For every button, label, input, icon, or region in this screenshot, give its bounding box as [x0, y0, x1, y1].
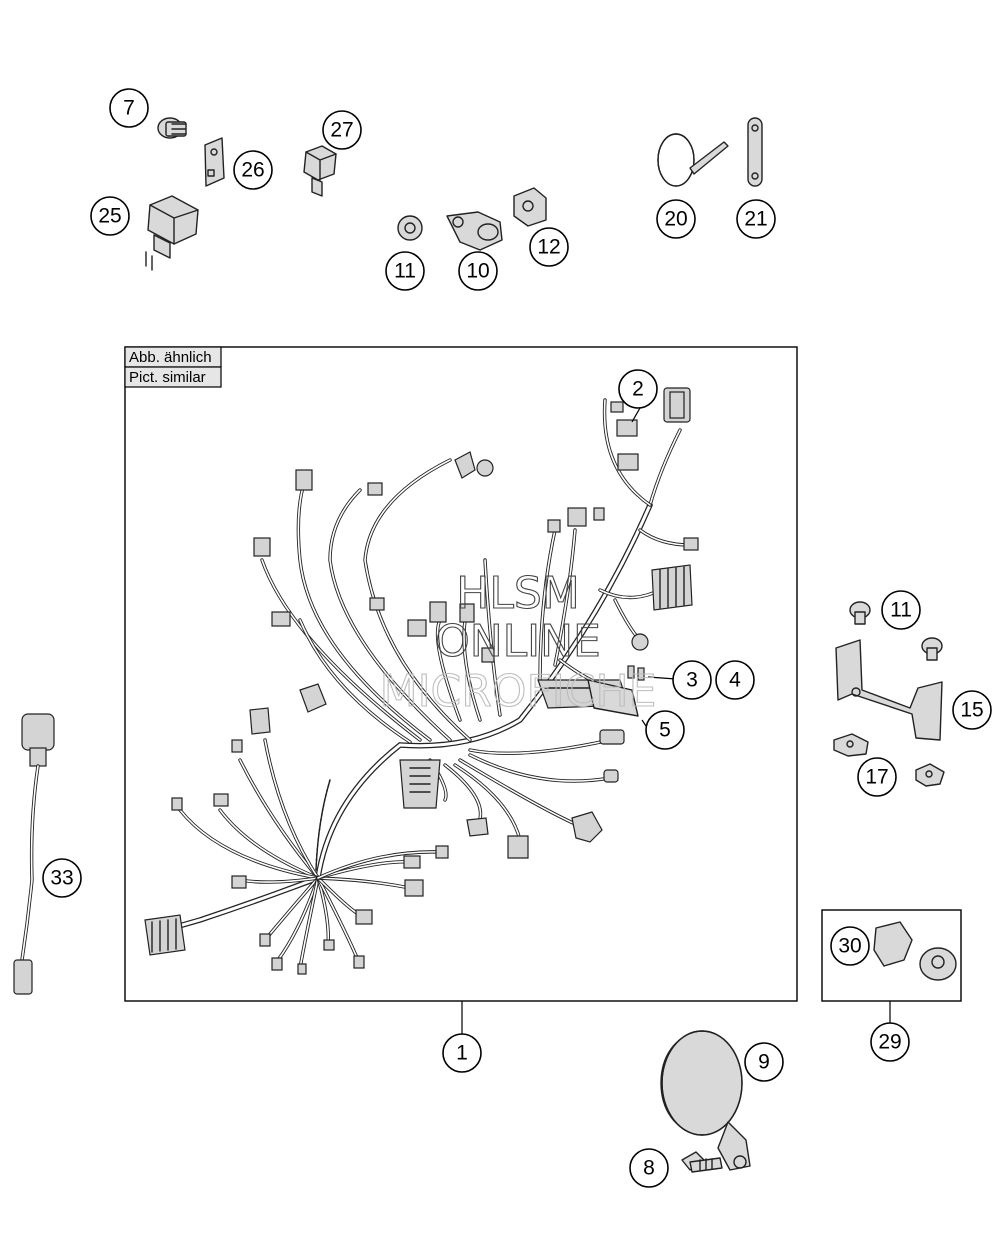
callout-12: 12: [529, 227, 569, 267]
callout-26: 26: [233, 150, 273, 190]
svg-text:9: 9: [758, 1051, 770, 1074]
callout-2: 2: [618, 369, 658, 409]
callout-5: 5: [645, 710, 685, 750]
callout-4: 4: [715, 660, 755, 700]
svg-text:27: 27: [330, 119, 353, 142]
part-8-bolt: [681, 1151, 723, 1173]
callout-15: 15: [952, 690, 992, 730]
callout-3: 3: [672, 660, 712, 700]
watermark-line-2: ONLINE: [435, 616, 601, 667]
part-1-wiring-harness: [144, 387, 699, 975]
callout-29: 29: [870, 1022, 910, 1062]
svg-text:11: 11: [394, 260, 416, 283]
part-29-frame: [821, 909, 962, 1002]
part-9-horn: [660, 1030, 751, 1171]
part-3-4-small-parts: [627, 665, 677, 681]
part-5-holder: [587, 679, 639, 717]
part-26-bracket: [204, 137, 225, 187]
svg-text:30: 30: [838, 935, 861, 958]
svg-text:20: 20: [664, 208, 687, 231]
part-27-connector: [303, 145, 337, 197]
callout-7: 7: [109, 88, 149, 128]
part-20-cable-tie: [657, 133, 729, 187]
callout-20: 20: [656, 199, 696, 239]
part-15-bracket: [835, 639, 943, 741]
svg-text:4: 4: [729, 669, 741, 692]
callout-30: 30: [830, 926, 870, 966]
svg-text:21: 21: [744, 208, 767, 231]
callout-10: 10: [458, 251, 498, 291]
callout-21: 21: [736, 199, 776, 239]
svg-text:33: 33: [50, 867, 73, 890]
svg-text:3: 3: [686, 669, 698, 692]
callout-11-right: 11: [881, 590, 921, 630]
part-17-clip-nuts: [833, 733, 945, 787]
svg-text:8: 8: [643, 1157, 655, 1180]
part-12-clip-nut: [513, 187, 547, 227]
image-note-de: Abb. ähnlich: [129, 349, 212, 366]
callout-27: 27: [322, 110, 362, 150]
part-25-relay: [145, 195, 199, 271]
watermark-line-1: HLSM: [456, 568, 580, 619]
callout-8: 8: [629, 1148, 669, 1188]
svg-text:25: 25: [98, 205, 121, 228]
callout-9: 9: [744, 1042, 784, 1082]
svg-text:7: 7: [123, 97, 135, 120]
svg-text:17: 17: [865, 766, 888, 789]
svg-text:2: 2: [632, 378, 644, 401]
part-11-screws-right: [849, 601, 943, 661]
part-33-adapter-cable: [13, 713, 55, 995]
callout-11-top: 11: [385, 251, 425, 291]
part-21-strap: [747, 117, 763, 187]
svg-text:15: 15: [960, 699, 983, 722]
svg-text:11: 11: [890, 599, 912, 622]
svg-text:1: 1: [456, 1042, 468, 1065]
watermark: HLSM ONLINE MICROFICHE: [379, 567, 657, 717]
callout-1: 1: [442, 1033, 482, 1073]
svg-text:12: 12: [537, 236, 560, 259]
harness-frame: [124, 346, 798, 1002]
svg-text:29: 29: [878, 1031, 901, 1054]
part-11-nut-top: [397, 215, 423, 241]
part-7-screw: [157, 117, 187, 139]
part-30-grommets: [873, 921, 957, 981]
callout-25: 25: [90, 196, 130, 236]
image-note: Abb. ähnlich Pict. similar: [124, 346, 222, 388]
svg-text:26: 26: [241, 159, 264, 182]
svg-text:10: 10: [466, 260, 489, 283]
callout-17: 17: [857, 757, 897, 797]
part-2-connector: [631, 407, 641, 423]
watermark-line-3: MICROFICHE: [380, 666, 657, 717]
image-note-en: Pict. similar: [129, 369, 206, 386]
part-10-clamp: [446, 211, 503, 251]
svg-text:5: 5: [659, 719, 671, 742]
callout-33: 33: [42, 858, 82, 898]
